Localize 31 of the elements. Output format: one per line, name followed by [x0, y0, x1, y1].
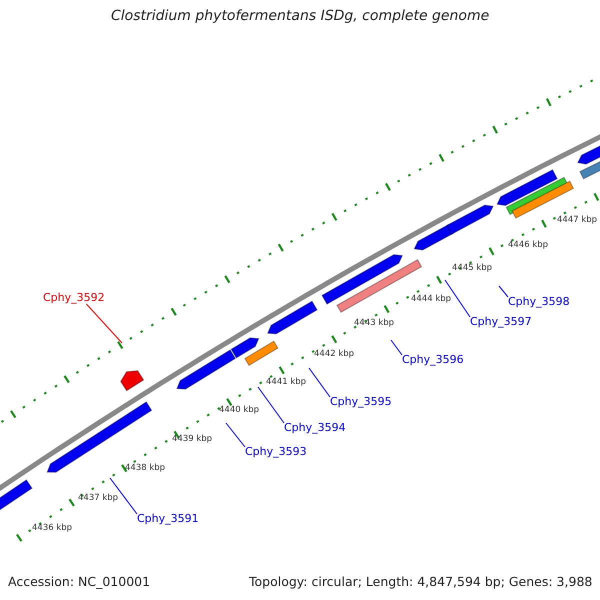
scale-label: 4447 kbp	[557, 215, 598, 225]
leader-line	[498, 286, 508, 298]
scale-label: 4436 kbp	[32, 523, 72, 533]
leader-line	[390, 340, 402, 356]
gene-label: Cphy_3592	[43, 291, 105, 304]
leader-line	[308, 368, 330, 398]
leader-line	[444, 280, 470, 318]
title: Clostridium phytofermentans ISDg, complete genome	[111, 8, 490, 24]
scale-label: 4446 kbp	[508, 240, 548, 250]
leader-line	[86, 304, 122, 344]
genome-info-label: Topology: circular; Length: 4,847,594 bp; Genes: 3,988	[249, 574, 592, 589]
scale-label: 4445 kbp	[452, 263, 492, 273]
scale-label: 4442 kbp	[314, 349, 354, 359]
gene-label: Cphy_3596	[402, 353, 464, 366]
gene-label: Cphy_3591	[137, 512, 199, 525]
leader-line	[226, 422, 246, 448]
leader-line	[110, 478, 138, 514]
gene-label: Cphy_3597	[470, 315, 532, 328]
scale-label: 4443 kbp	[354, 318, 394, 328]
accession-label: Accession: NC_010001	[8, 574, 150, 589]
gene-label: Cphy_3598	[508, 295, 570, 308]
gene-label: Cphy_3594	[284, 421, 346, 434]
scale-label: 4438 kbp	[125, 463, 166, 473]
gene-label: Cphy_3595	[330, 395, 392, 408]
scale-label: 4437 kbp	[78, 493, 118, 503]
leader-line	[258, 386, 284, 424]
scale-label: 4439 kbp	[172, 434, 212, 444]
gene-label: Cphy_3593	[245, 445, 307, 458]
scale-label: 4440 kbp	[219, 405, 260, 415]
scale-label: 4444 kbp	[411, 294, 452, 304]
scale-label: 4441 kbp	[266, 377, 306, 387]
